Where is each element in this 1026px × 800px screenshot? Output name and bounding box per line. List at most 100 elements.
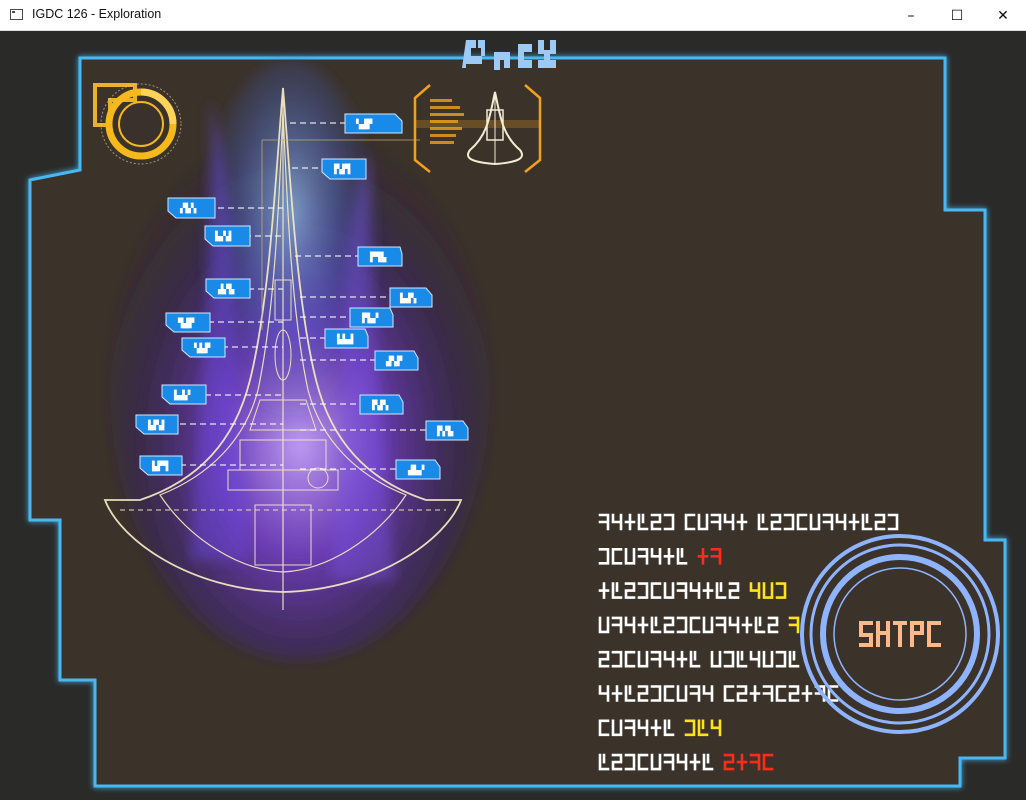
readout-label-glyph bbox=[611, 650, 623, 668]
readout-label-glyph bbox=[650, 685, 662, 702]
readout-label-glyph bbox=[663, 582, 675, 599]
readout-value-glyph bbox=[775, 650, 787, 668]
readout-value-glyph bbox=[723, 685, 735, 702]
readout-label-glyph bbox=[728, 582, 740, 599]
readout-label-glyph bbox=[796, 513, 808, 531]
svg-text:▚▟▛: ▚▟▛ bbox=[355, 118, 373, 130]
readout-label-glyph bbox=[598, 513, 610, 531]
readout-label-glyph bbox=[689, 616, 701, 634]
callout-tag[interactable]: ▚▟▛ bbox=[344, 113, 403, 134]
callout-tag[interactable]: ▞▙▚ bbox=[167, 197, 216, 219]
callout-tag[interactable]: ▙▛▜ bbox=[139, 455, 183, 476]
svg-text:▙▟▚: ▙▟▚ bbox=[399, 292, 417, 304]
readout-label-glyph bbox=[611, 547, 623, 565]
readout-label-glyph bbox=[809, 513, 821, 531]
readout-label-glyph bbox=[715, 616, 727, 634]
svg-text:▛▟▚: ▛▟▚ bbox=[371, 399, 389, 411]
minimize-button[interactable]: – bbox=[907, 7, 915, 24]
callout-tag[interactable]: ▙▟▞ bbox=[161, 384, 207, 405]
readout-value-glyph bbox=[710, 547, 722, 565]
readout-label-glyph bbox=[702, 753, 714, 771]
readout-value-glyph bbox=[749, 753, 761, 771]
readout-label-glyph bbox=[702, 582, 714, 599]
readout-label-glyph bbox=[736, 513, 748, 531]
readout-label-glyph bbox=[887, 513, 899, 531]
readout-value-glyph bbox=[762, 650, 774, 668]
callout-tag[interactable]: ▙▟▚ bbox=[389, 287, 433, 308]
readout-value-glyph bbox=[775, 582, 787, 599]
readout-label-glyph bbox=[676, 582, 688, 599]
readout-label-glyph bbox=[624, 753, 636, 771]
readout-label-glyph bbox=[663, 753, 675, 771]
readout-value-glyph bbox=[697, 547, 709, 565]
svg-text:▙▙▟: ▙▙▟ bbox=[336, 333, 354, 345]
readout-label-glyph bbox=[637, 616, 649, 634]
readout-value-glyph bbox=[762, 753, 774, 771]
readout-label-glyph bbox=[650, 753, 662, 771]
readout-value-glyph bbox=[736, 650, 748, 668]
readout-label-glyph bbox=[676, 616, 688, 634]
readout-label-glyph bbox=[770, 513, 782, 531]
readout-label-glyph bbox=[598, 719, 610, 737]
callout-tag[interactable]: ▛▟▜ bbox=[321, 158, 367, 180]
readout-label-glyph bbox=[689, 753, 701, 771]
readout-label-glyph bbox=[611, 513, 623, 531]
window-title: IGDC 126 - Exploration bbox=[32, 7, 162, 21]
readout-label-glyph bbox=[650, 650, 662, 668]
game-viewport[interactable]: ▚▟▛ ▛▟▜ ▞▙▚ ▙▞▟ ▛▜▙ ▟▞▙ ▙▟▚ ▛▙▞ ▜▟▛ ▙▙▟ … bbox=[0, 31, 1026, 800]
callout-tag[interactable]: ▙▞▟ bbox=[204, 225, 251, 247]
navigation-dial-icon[interactable] bbox=[800, 534, 1000, 734]
callout-tag[interactable]: ▚▙▛ bbox=[181, 337, 226, 358]
svg-text:▞▙▚: ▞▙▚ bbox=[179, 202, 197, 214]
readout-label-glyph bbox=[848, 513, 860, 531]
callout-tag[interactable]: ▛▙▞ bbox=[349, 307, 394, 328]
readout-label-glyph bbox=[689, 650, 701, 668]
readout-label-glyph bbox=[637, 547, 649, 565]
callout-tag[interactable]: ▛▟▚ bbox=[359, 394, 404, 415]
callout-tag[interactable]: ▟▞▙ bbox=[205, 278, 251, 299]
readout-label-glyph bbox=[598, 753, 610, 771]
readout-label-glyph bbox=[663, 547, 675, 565]
readout-label-glyph bbox=[676, 685, 688, 702]
svg-text:▙▞▟: ▙▞▟ bbox=[214, 230, 232, 242]
callout-tag[interactable]: ▙▛▟ bbox=[135, 414, 179, 435]
readout-label-glyph bbox=[611, 616, 623, 634]
readout-label-glyph bbox=[663, 685, 675, 702]
readout-label-glyph bbox=[754, 616, 766, 634]
readout-value-glyph bbox=[710, 650, 722, 668]
svg-text:▛▜▙: ▛▜▙ bbox=[369, 251, 387, 263]
readout-label-glyph bbox=[598, 547, 610, 565]
callout-tag[interactable]: ▟▙▞ bbox=[395, 459, 441, 480]
readout-value-glyph bbox=[684, 719, 696, 737]
callout-tag[interactable]: ▛▜▙ bbox=[357, 246, 403, 267]
dial-glyph bbox=[876, 621, 890, 647]
readout-value-glyph bbox=[736, 685, 748, 702]
readout-label-glyph bbox=[697, 513, 709, 531]
callout-tag[interactable]: ▛▞▙ bbox=[425, 420, 469, 441]
readout-label-glyph bbox=[650, 547, 662, 565]
readout-label-glyph bbox=[637, 685, 649, 702]
readout-label-glyph bbox=[624, 685, 636, 702]
scanner-ring-icon bbox=[93, 83, 182, 165]
readout-label-glyph bbox=[650, 513, 662, 531]
callout-tag[interactable]: ▙▙▟ bbox=[324, 328, 369, 349]
callout-tag[interactable]: ▟▚▛ bbox=[374, 350, 419, 371]
readout-label-glyph bbox=[624, 650, 636, 668]
readout-label-glyph bbox=[637, 753, 649, 771]
readout-label-glyph bbox=[835, 513, 847, 531]
readout-label-glyph bbox=[598, 650, 610, 668]
close-button[interactable]: ✕ bbox=[997, 7, 1009, 24]
maximize-button[interactable]: ☐ bbox=[950, 7, 964, 24]
svg-text:▙▛▟: ▙▛▟ bbox=[147, 419, 165, 431]
ship-thumbnail-icon bbox=[413, 84, 542, 173]
readout-value-glyph bbox=[788, 650, 800, 668]
readout-value-glyph bbox=[710, 719, 722, 737]
readout-label-glyph bbox=[689, 685, 701, 702]
readout-value-glyph bbox=[801, 685, 813, 702]
readout-label-glyph bbox=[598, 616, 610, 634]
svg-text:▟▚▛: ▟▚▛ bbox=[386, 355, 403, 367]
callout-tag[interactable]: ▜▟▛ bbox=[165, 312, 211, 333]
readout-label-glyph bbox=[676, 650, 688, 668]
readout-label-glyph bbox=[822, 513, 834, 531]
svg-text:▛▟▜: ▛▟▜ bbox=[333, 163, 351, 175]
